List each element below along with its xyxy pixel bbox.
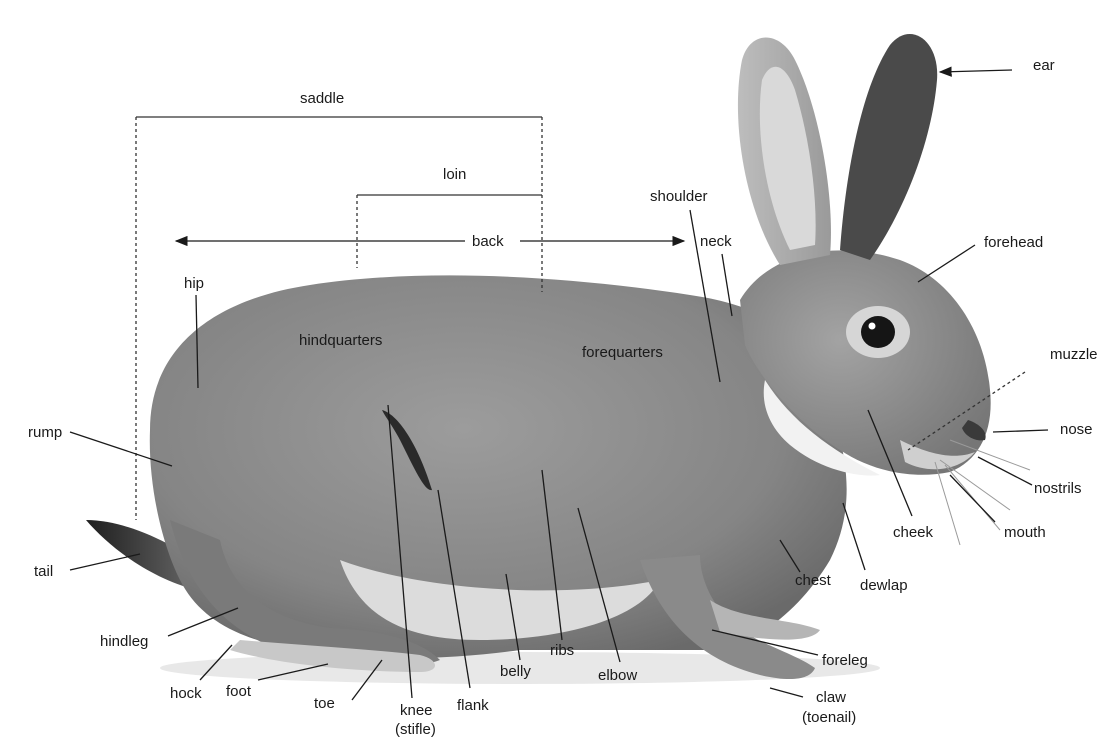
label-toe: toe [314, 695, 335, 712]
label-rump: rump [28, 424, 62, 441]
label-elbow: elbow [598, 667, 637, 684]
label-mouth: mouth [1004, 524, 1046, 541]
leader-forehead [918, 245, 975, 282]
label-hindquarters: hindquarters [299, 332, 382, 349]
label-muzzle: muzzle [1050, 346, 1098, 363]
label-hock: hock [170, 685, 202, 702]
leader-nostrils [978, 457, 1032, 485]
label-foot: foot [226, 683, 252, 700]
label-forequarters: forequarters [582, 344, 663, 361]
leader-dewlap [843, 503, 865, 570]
label-neck: neck [700, 233, 732, 250]
rabbit-eye [861, 316, 895, 348]
label-forehead: forehead [984, 234, 1043, 251]
label-saddle: saddle [300, 90, 344, 107]
rabbit-eye-highlight [869, 323, 876, 330]
label-chest: chest [795, 572, 832, 589]
leader-claw [770, 688, 803, 697]
label-tail: tail [34, 563, 53, 580]
leader-ear [940, 70, 1012, 72]
rabbit-ear-right [840, 34, 937, 260]
label-knee: knee [400, 702, 433, 719]
leader-tail [70, 554, 140, 570]
label-hindleg: hindleg [100, 633, 148, 650]
label-flank: flank [457, 697, 489, 714]
label-shoulder: shoulder [650, 188, 708, 205]
label-dewlap: dewlap [860, 577, 908, 594]
label-ear: ear [1033, 57, 1055, 74]
label-nose: nose [1060, 421, 1093, 438]
label-toenail: (toenail) [802, 709, 856, 726]
leader-nose [993, 430, 1048, 432]
label-foreleg: foreleg [822, 652, 868, 669]
label-claw: claw [816, 689, 846, 706]
label-hip: hip [184, 275, 204, 292]
label-belly: belly [500, 663, 531, 680]
label-back: back [472, 233, 504, 250]
label-nostrils: nostrils [1034, 480, 1082, 497]
leader-mouth [950, 475, 995, 522]
label-ribs: ribs [550, 642, 574, 659]
label-loin: loin [443, 166, 466, 183]
label-stifle: (stifle) [395, 721, 436, 738]
label-cheek: cheek [893, 524, 934, 541]
